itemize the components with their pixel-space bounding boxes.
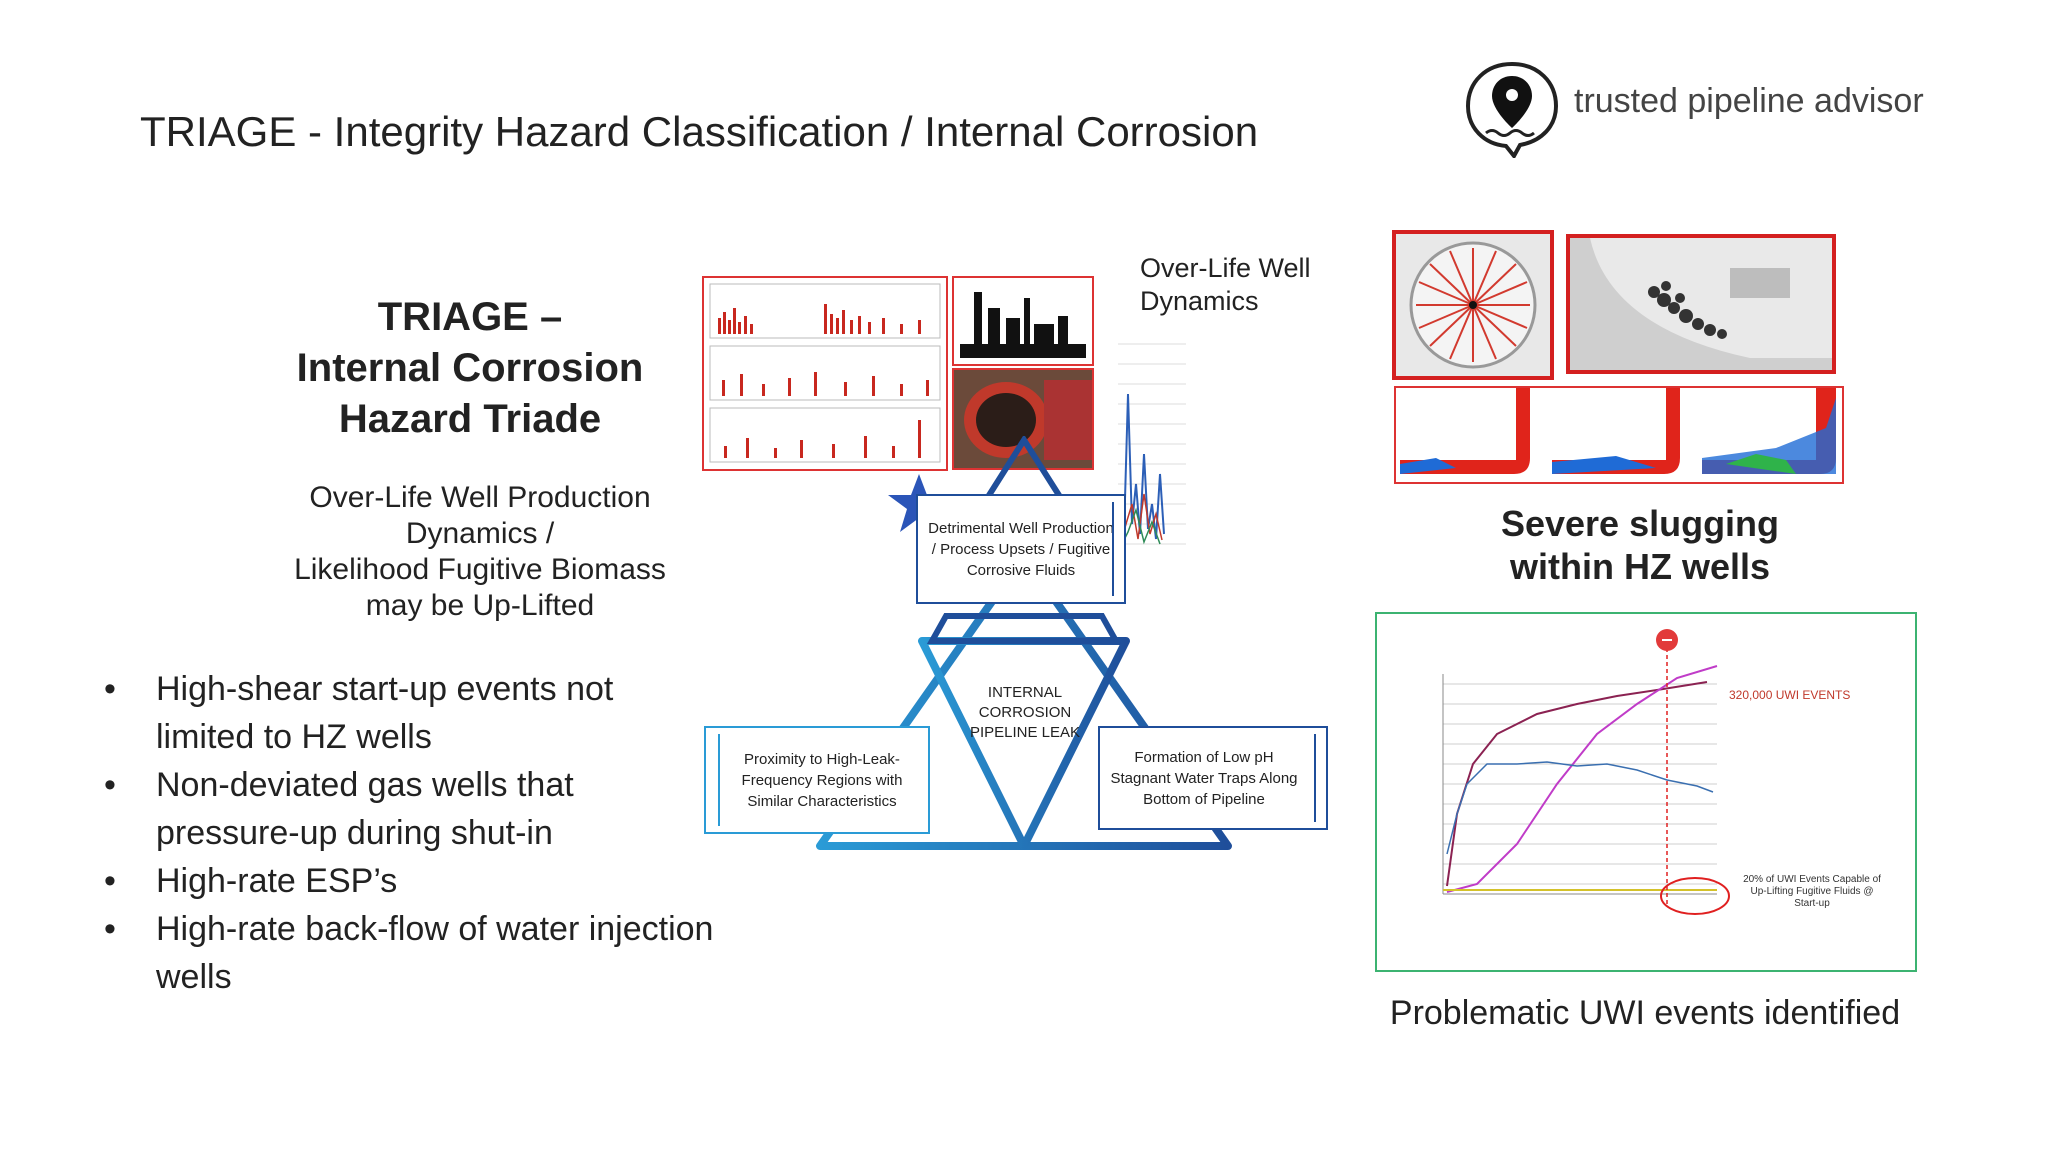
refinery-silhouette	[954, 278, 1092, 364]
triangle-left-box: Proximity to High-Leak-Frequency Regions…	[704, 726, 930, 834]
uwi-chart-note-line: Start-up	[1794, 898, 1830, 909]
map-pin-speech-bubble-icon	[1465, 61, 1559, 158]
bullet-list: High-shear start-up events not limited t…	[100, 665, 720, 1001]
bullet-item: Non-deviated gas wells that pressure-up …	[100, 761, 720, 857]
triade-subheading-line: may be Up-Lifted	[365, 589, 595, 622]
logo: trusted pipeline advisor	[1462, 58, 1932, 158]
uwi-events-chart: 320,000 UWI EVENTS 20% of UWI Events Cap…	[1375, 612, 1917, 972]
triade-heading-line: TRIAGE –	[377, 295, 563, 339]
pipe-cross-section-image	[1392, 230, 1554, 380]
slide-title: TRIAGE - Integrity Hazard Classification…	[140, 108, 1259, 155]
production-bar-charts	[709, 283, 941, 463]
triangle-top-box: Detrimental Well Production / Process Up…	[916, 494, 1126, 604]
triade-subheading-line: Likelihood Fugitive Biomass	[294, 553, 666, 586]
uwi-chart-note: 20% of UWI Events Capable of Up-Lifting …	[1737, 874, 1887, 910]
triangle-top-text: Detrimental Well Production / Process Up…	[928, 519, 1114, 579]
pipe-bend-image	[1566, 234, 1836, 374]
uwi-caption: Problematic UWI events identified	[1389, 994, 1901, 1032]
brand-name: trusted pipeline advisor	[1574, 82, 1924, 120]
triade-heading: TRIAGE – Internal Corrosion Hazard Triad…	[230, 292, 710, 445]
triade-heading-line: Internal Corrosion	[296, 346, 644, 390]
triangle-right-text: Formation of Low pH Stagnant Water Traps…	[1110, 748, 1298, 808]
bullet-item: High-rate back-flow of water injection w…	[100, 905, 720, 1001]
overlife-label-line: Dynamics	[1140, 286, 1259, 316]
triade-subheading-line: Over-Life Well Production	[309, 481, 651, 514]
production-charts-image	[702, 276, 948, 471]
triade-heading-line: Hazard Triade	[338, 397, 602, 441]
overlife-dynamics-chart	[1118, 343, 1186, 549]
uwi-events-annotation: 320,000 UWI EVENTS	[1729, 688, 1851, 702]
corroded-pipe-photo	[954, 370, 1092, 468]
slugging-caption-line: within HZ wells	[1509, 546, 1770, 587]
uwi-chart-note-line: Up-Lifting Fugitive Fluids @	[1750, 886, 1874, 897]
slugging-simulation-strip	[1394, 386, 1844, 484]
pipe-cross-section-photo	[1409, 241, 1537, 369]
uwi-chart-note-line: 20% of UWI Events Capable of	[1743, 874, 1881, 885]
slugging-simulation-frames	[1400, 388, 1836, 474]
triade-subheading: Over-Life Well Production Dynamics / Lik…	[250, 480, 710, 624]
corroded-pipe-image	[952, 368, 1094, 470]
overlife-well-dynamics-label: Over-Life Well Dynamics	[1140, 252, 1311, 318]
triangle-right-box: Formation of Low pH Stagnant Water Traps…	[1098, 726, 1328, 830]
triangle-left-text: Proximity to High-Leak-Frequency Regions…	[741, 750, 903, 810]
slugging-caption: Severe slugging within HZ wells	[1410, 502, 1870, 588]
uwi-events-chart-svg	[1442, 629, 1730, 915]
overlife-label-line: Over-Life Well	[1140, 253, 1311, 283]
bullet-item: High-shear start-up events not limited t…	[100, 665, 720, 761]
triangle-centre-label: INTERNAL CORROSION PIPELINE LEAK	[969, 684, 1081, 741]
triade-subheading-line: Dynamics /	[405, 517, 555, 550]
refinery-image	[952, 276, 1094, 366]
bullet-item: High-rate ESP’s	[100, 857, 720, 905]
slugging-caption-line: Severe slugging	[1500, 503, 1780, 544]
pipe-bend-photo	[1570, 238, 1832, 370]
